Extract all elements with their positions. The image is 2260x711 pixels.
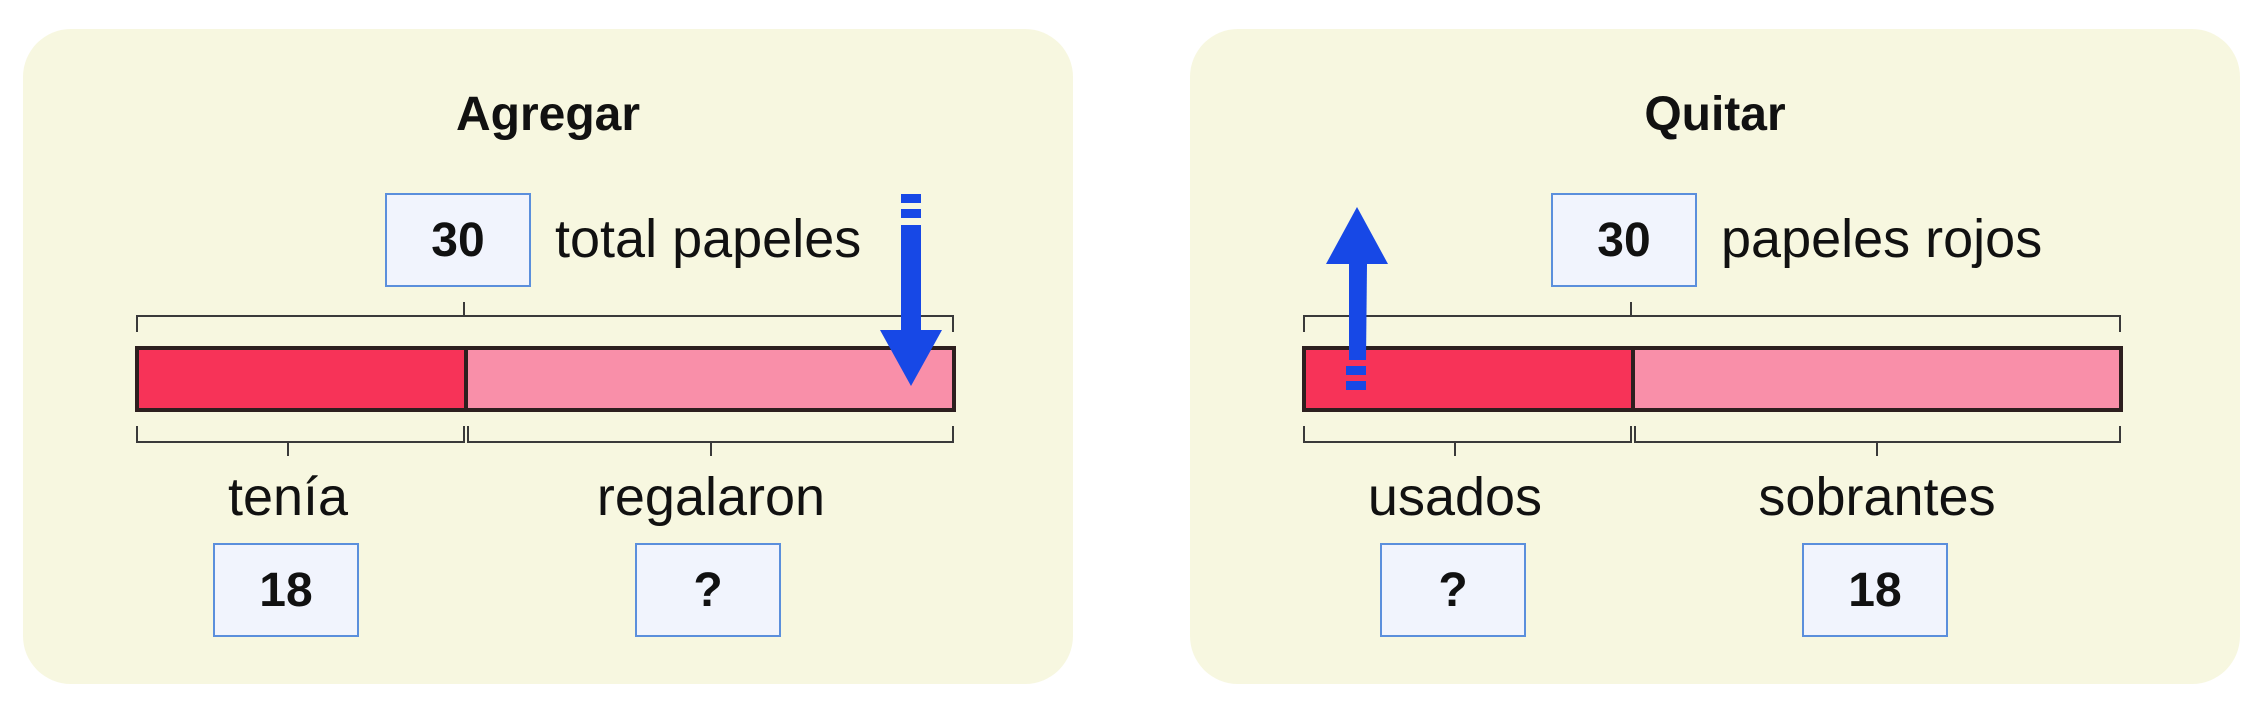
part1-label: tenía bbox=[227, 467, 349, 527]
part2-bar bbox=[1631, 346, 2123, 412]
part1-value-box: ? bbox=[1380, 543, 1526, 637]
total-label: total papeles bbox=[555, 209, 862, 269]
part1-bracket bbox=[136, 426, 465, 456]
total-bracket bbox=[1303, 302, 2121, 332]
part2-label: regalaron bbox=[596, 467, 826, 527]
part2-bar bbox=[464, 346, 956, 412]
total-value-box: 30 bbox=[385, 193, 531, 287]
panel-title: Agregar bbox=[455, 88, 641, 141]
total-value-box: 30 bbox=[1551, 193, 1697, 287]
part1-label: usados bbox=[1367, 467, 1543, 527]
up-arrow-icon bbox=[1326, 207, 1388, 390]
part1-bar bbox=[135, 346, 468, 412]
part2-value-box: ? bbox=[635, 543, 781, 637]
total-label: papeles rojos bbox=[1721, 209, 2043, 269]
panel-title: Quitar bbox=[1644, 88, 1786, 141]
part2-label: sobrantes bbox=[1758, 467, 1996, 527]
part2-bracket bbox=[467, 426, 954, 456]
part1-value-box: 18 bbox=[213, 543, 359, 637]
part1-bar bbox=[1302, 346, 1635, 412]
part1-bracket bbox=[1303, 426, 1632, 456]
part2-value-box: 18 bbox=[1802, 543, 1948, 637]
total-bracket bbox=[136, 302, 954, 332]
down-arrow-icon bbox=[880, 194, 942, 386]
part2-bracket bbox=[1634, 426, 2121, 456]
